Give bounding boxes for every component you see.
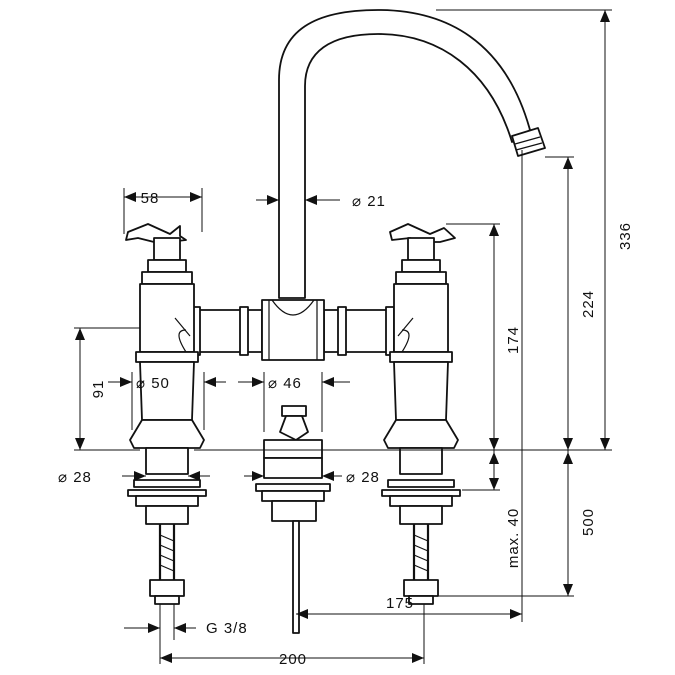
spout-gooseneck [278, 9, 531, 299]
label-drain-diameter: ⌀ 46 [268, 375, 302, 392]
label-shank-right: ⌀ 28 [346, 469, 380, 486]
left-valve [125, 223, 207, 605]
label-spout-diameter: ⌀ 21 [352, 193, 386, 210]
label-58: 58 [141, 190, 160, 207]
popup-drain [255, 405, 331, 634]
label-500: 500 [580, 508, 597, 536]
dimension-labels: 58 ⌀ 21 336 224 174 91 ⌀ 50 ⌀ 46 ⌀ 28 ⌀ … [58, 190, 634, 668]
label-200: 200 [279, 651, 307, 668]
dimension-lines [74, 9, 612, 664]
label-175: 175 [386, 595, 414, 612]
label-336: 336 [617, 222, 634, 250]
label-174: 174 [505, 326, 522, 354]
label-max-40: max. 40 [505, 508, 522, 568]
centre-tee [261, 299, 325, 361]
label-shank-left: ⌀ 28 [58, 469, 92, 486]
label-91: 91 [90, 380, 107, 399]
faucet-drawing [125, 9, 546, 634]
label-thread: G 3/8 [206, 620, 248, 637]
label-224: 224 [580, 290, 597, 318]
right-valve [381, 223, 461, 605]
label-body-diameter: ⌀ 50 [136, 375, 170, 392]
